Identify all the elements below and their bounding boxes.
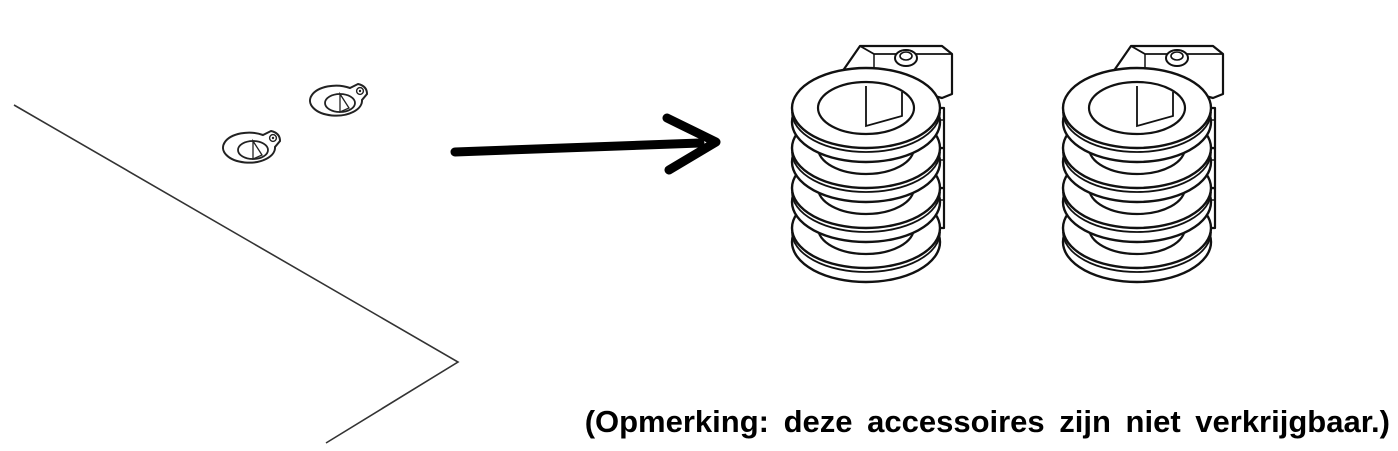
stacked-spacer-icon — [1063, 46, 1223, 282]
right-arrow-icon — [450, 113, 721, 175]
stacked-spacer-icon — [792, 46, 952, 282]
panel-surface-icon — [13, 104, 460, 444]
mounting-hole-icon — [309, 83, 368, 117]
availability-note: (Opmerking: deze accessoires zijn niet v… — [584, 404, 1390, 439]
mounting-hole-icon — [222, 130, 281, 164]
